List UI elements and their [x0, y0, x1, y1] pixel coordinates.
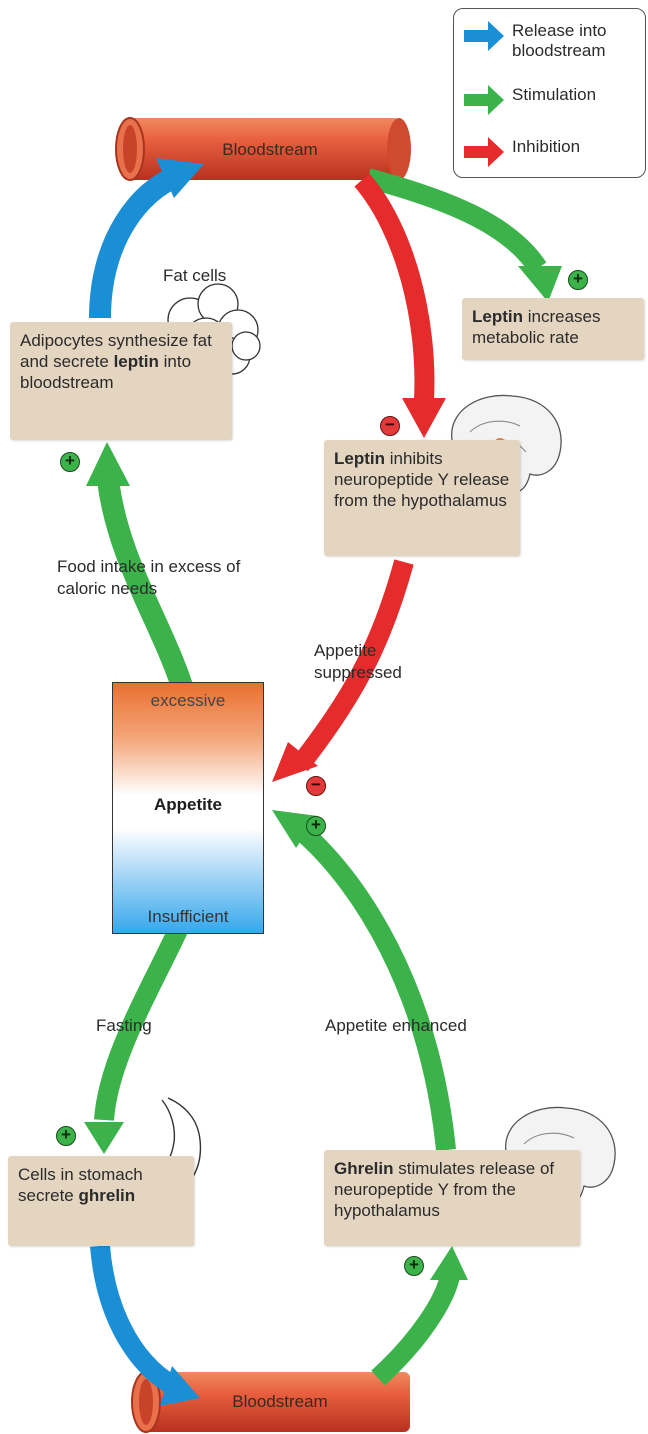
adipocytes-box: Adipocytes synthesize fat and secrete le…	[10, 322, 232, 440]
appetite-title: Appetite	[154, 795, 222, 814]
leptin-inhibits-bold: Leptin	[334, 449, 385, 468]
minus-sign-appetite: −	[306, 776, 326, 796]
blue-arrow-icon	[464, 21, 504, 51]
stomach-cells-box: Cells in stomach secrete ghrelin	[8, 1156, 194, 1246]
fat-cells-label: Fat cells	[163, 266, 227, 285]
leptin-inhibits-text: inhibits neuropeptide Y release from the…	[334, 449, 510, 510]
bottom-bloodstream-vessel	[131, 1371, 410, 1433]
stimulation-arrow-food-intake	[86, 442, 193, 690]
legend-label-stimulation: Stimulation	[512, 85, 597, 104]
leptin-inhibits-box: Leptin inhibits neuropeptide Y release f…	[324, 440, 520, 556]
inhibition-arrow-leptin-hypothalamus	[354, 173, 446, 438]
minus-sign-hypothalamus: −	[380, 416, 400, 436]
food-intake-label: Food intake in excess of caloric needs	[57, 557, 241, 598]
plus-sign-ghrelin: +	[404, 1256, 424, 1276]
legend-item-stimulation: Stimulation	[464, 85, 640, 115]
plus-sign-metabolic: +	[568, 270, 588, 290]
ghrelin-stimulates-bold: Ghrelin	[334, 1159, 394, 1178]
ghrelin-stimulates-text: stimulates release of neuropeptide Y fro…	[334, 1159, 555, 1220]
legend-item-inhibition: Inhibition	[464, 137, 640, 167]
ghrelin-stimulates-box: Ghrelin stimulates release of neuropepti…	[324, 1150, 580, 1246]
adipocytes-text: Adipocytes synthesize fat and secrete	[20, 331, 212, 371]
leptin-metabolic-bold: Leptin	[472, 307, 523, 326]
legend-label-release: Release into bloodstream	[512, 21, 607, 60]
plus-sign-appetite: +	[306, 816, 326, 836]
inhibition-arrow-appetite-suppressed	[272, 559, 414, 782]
red-arrow-icon	[464, 137, 504, 167]
green-arrow-icon	[464, 85, 504, 115]
appetite-excessive-label: excessive	[150, 691, 226, 710]
leptin-metabolic-text: increases metabolic rate	[472, 307, 601, 347]
leptin-metabolic-box: Leptin increases metabolic rate	[462, 298, 644, 360]
top-bloodstream-label: Bloodstream	[222, 140, 318, 159]
appetite-enhanced-label: Appetite enhanced	[325, 1016, 467, 1035]
stomach-cells-text: Cells in stomach secrete	[18, 1165, 143, 1205]
release-arrow-leptin	[89, 158, 204, 319]
appetite-gauge: excessive Appetite Insufficient	[112, 682, 264, 934]
plus-sign-adipocytes: +	[60, 452, 80, 472]
appetite-suppressed-label: Appetite suppressed	[314, 641, 402, 682]
appetite-insufficient-label: Insufficient	[147, 907, 229, 926]
legend: Release into bloodstream Stimulation Inh…	[453, 8, 646, 178]
plus-sign-stomach: +	[56, 1126, 76, 1146]
stomach-cells-ghrelin: ghrelin	[78, 1186, 136, 1205]
legend-label-inhibition: Inhibition	[512, 137, 581, 156]
fasting-label: Fasting	[96, 1016, 152, 1035]
bottom-bloodstream-label: Bloodstream	[232, 1392, 328, 1411]
legend-item-release: Release into bloodstream	[464, 21, 640, 61]
stimulation-arrow-metabolic-rate	[365, 168, 562, 302]
adipocytes-leptin: leptin	[113, 352, 159, 371]
stimulation-arrow-ghrelin	[371, 1246, 468, 1386]
release-arrow-ghrelin	[90, 1245, 200, 1406]
stimulation-arrow-appetite-enhanced	[272, 810, 456, 1151]
adipocytes-text-end: into bloodstream	[20, 352, 192, 392]
stimulation-arrow-fasting	[84, 925, 188, 1154]
